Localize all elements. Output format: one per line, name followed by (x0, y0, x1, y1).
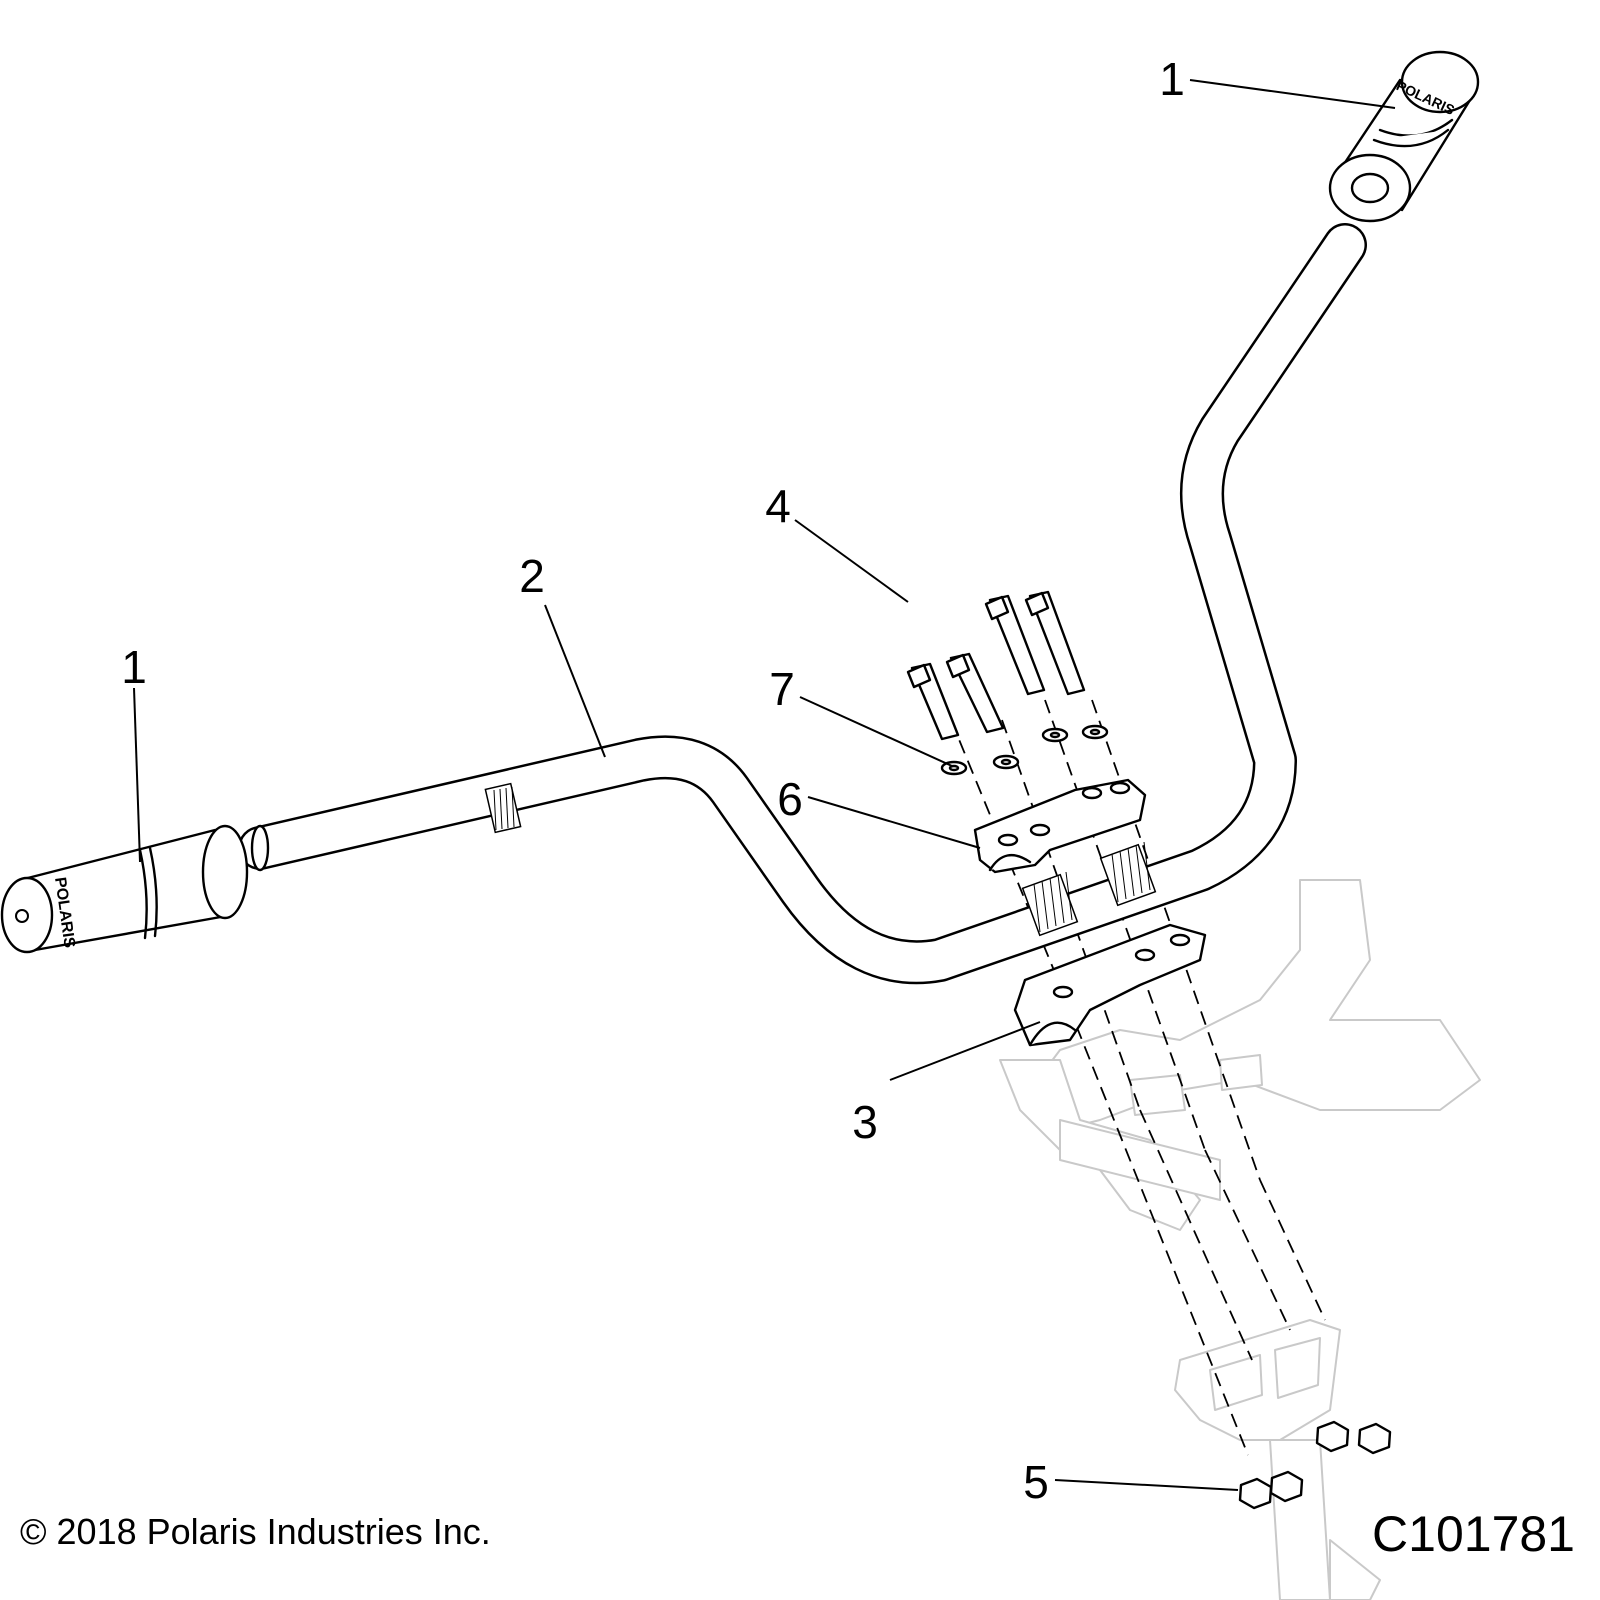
callout-6: 6 (777, 773, 803, 825)
drawing-number: C101781 (1372, 1506, 1575, 1562)
handlebar-knurl-center (1021, 871, 1079, 937)
callout-labels: 1 1 2 3 4 5 6 7 (121, 53, 1185, 1508)
callout-1-left: 1 (121, 641, 147, 693)
grip-right: POLARIS (1328, 50, 1480, 223)
callout-7: 7 (769, 663, 795, 715)
steering-post-bracket-ghost (999, 879, 1481, 1600)
callout-5: 5 (1023, 1456, 1049, 1508)
clamp-bolts (906, 590, 1086, 741)
upper-clamp (973, 778, 1147, 874)
handlebar-knurl-right (1099, 841, 1157, 907)
callout-1-right: 1 (1159, 53, 1185, 105)
copyright-notice: © 2018 Polaris Industries Inc. (20, 1511, 491, 1552)
callout-2: 2 (519, 550, 545, 602)
handlebar (238, 223, 1367, 985)
handlebar-knurl-left (484, 782, 522, 834)
callout-3: 3 (852, 1096, 878, 1148)
nuts (1238, 1420, 1392, 1510)
callout-4: 4 (765, 480, 791, 532)
lower-clamp (1013, 923, 1207, 1047)
leader-lines (133, 79, 1396, 1491)
washers (940, 724, 1109, 776)
grip-left: POLARIS (0, 824, 249, 954)
